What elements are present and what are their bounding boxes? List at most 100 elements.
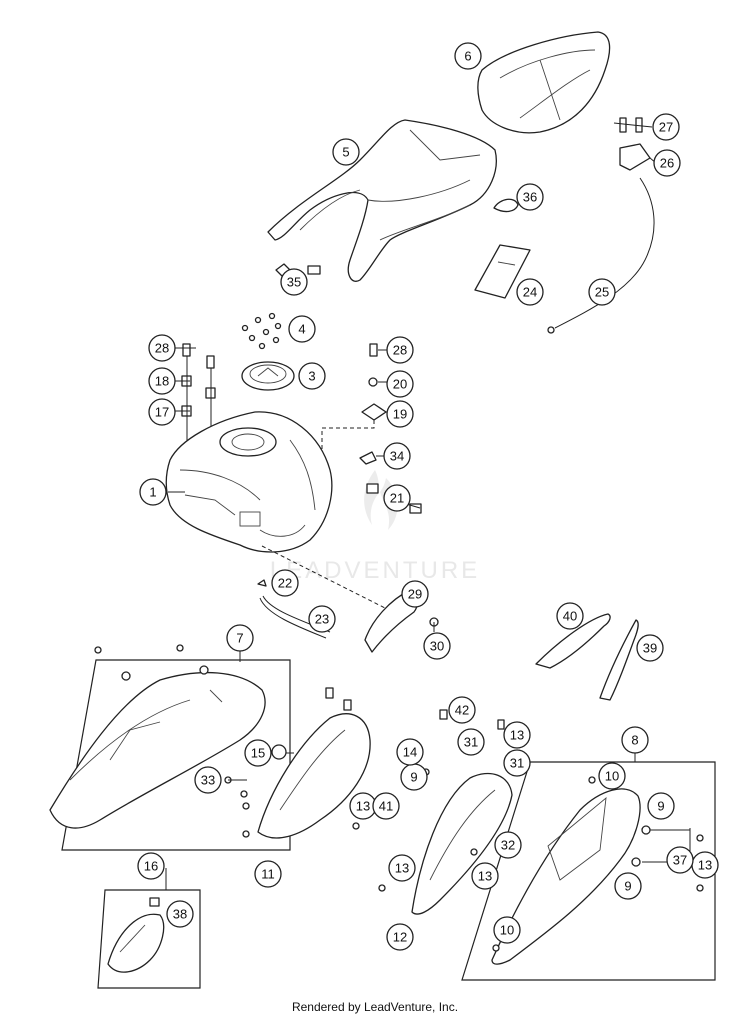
callout-41: 41 <box>372 792 400 820</box>
callout-26-label: 26 <box>660 156 674 171</box>
callout-13-e-label: 13 <box>698 858 712 873</box>
callout-5-label: 5 <box>342 145 349 160</box>
callout-13-b: 13 <box>349 792 377 820</box>
part-4-screws <box>241 312 282 350</box>
callout-27-label: 27 <box>659 120 673 135</box>
callout-15: 15 <box>244 739 272 767</box>
callout-9-top: 9 <box>647 792 675 820</box>
callout-38: 38 <box>166 900 194 928</box>
callout-20-label: 20 <box>393 377 407 392</box>
callout-3-label: 3 <box>308 369 315 384</box>
callout-30: 30 <box>423 632 451 660</box>
callout-13-c-label: 13 <box>395 861 409 876</box>
callout-13-b-label: 13 <box>356 799 370 814</box>
frame-16-inset <box>97 889 201 989</box>
callout-1: 1 <box>139 478 167 506</box>
callout-13-a-label: 13 <box>510 728 524 743</box>
callout-10-bottom-label: 10 <box>500 923 514 938</box>
callout-24-label: 24 <box>523 285 537 300</box>
part-25-release-cable <box>547 177 655 334</box>
callout-22: 22 <box>271 569 299 597</box>
part-1-fuel-tank <box>165 411 333 553</box>
callout-31-top: 31 <box>457 728 485 756</box>
callout-14-label: 14 <box>403 745 417 760</box>
callout-9-bottom: 9 <box>614 872 642 900</box>
callout-17-label: 17 <box>155 405 169 420</box>
part-36-hook <box>493 198 519 213</box>
callout-7-label: 7 <box>236 631 243 646</box>
callout-9-panel: 9 <box>400 763 428 791</box>
callout-24: 24 <box>516 278 544 306</box>
callout-21: 21 <box>383 484 411 512</box>
callout-8-label: 8 <box>631 733 638 748</box>
callout-5: 5 <box>332 138 360 166</box>
part-21-nuts <box>366 483 422 514</box>
callout-10-top-label: 10 <box>605 769 619 784</box>
callout-21-label: 21 <box>390 491 404 506</box>
part-3-fuel-cap <box>241 361 295 391</box>
part-24-tool-bag <box>474 244 531 299</box>
callout-26: 26 <box>653 149 681 177</box>
callout-10-top: 10 <box>598 762 626 790</box>
callout-35-label: 35 <box>287 275 301 290</box>
callout-42-label: 42 <box>455 703 469 718</box>
callout-27: 27 <box>652 113 680 141</box>
callout-29-label: 29 <box>408 587 422 602</box>
part-26-27-seat-lock <box>619 117 651 171</box>
callout-35: 35 <box>280 268 308 296</box>
callout-11: 11 <box>254 860 282 888</box>
callout-33: 33 <box>194 766 222 794</box>
callout-22-label: 22 <box>278 576 292 591</box>
callout-38-label: 38 <box>173 907 187 922</box>
callout-9-bottom-label: 9 <box>624 879 631 894</box>
callout-16-label: 16 <box>144 859 158 874</box>
callout-7: 7 <box>226 624 254 652</box>
callout-31-bottom-label: 31 <box>510 756 524 771</box>
callout-37: 37 <box>666 846 694 874</box>
callout-25: 25 <box>588 278 616 306</box>
callout-1-label: 1 <box>149 485 156 500</box>
callout-15-label: 15 <box>251 746 265 761</box>
callout-36: 36 <box>516 183 544 211</box>
part-28-20-19-mounts <box>321 343 387 470</box>
callout-9-panel-label: 9 <box>410 770 417 785</box>
part-34-clip <box>359 451 377 465</box>
part-5-front-seat <box>267 119 497 282</box>
callout-29: 29 <box>401 580 429 608</box>
callout-42: 42 <box>448 696 476 724</box>
part-11-inner-panel <box>224 687 371 839</box>
callout-13-e: 13 <box>691 851 719 879</box>
callout-12-label: 12 <box>393 930 407 945</box>
callout-28-right: 28 <box>386 336 414 364</box>
callout-32: 32 <box>494 831 522 859</box>
callout-13-c: 13 <box>388 854 416 882</box>
callout-31-top-label: 31 <box>464 735 478 750</box>
callout-13-d-label: 13 <box>478 869 492 884</box>
callout-34-label: 34 <box>390 449 404 464</box>
callout-3: 3 <box>298 362 326 390</box>
callout-6-label: 6 <box>464 49 471 64</box>
callout-19-label: 19 <box>393 407 407 422</box>
callout-13-a: 13 <box>503 721 531 749</box>
watermark: LEADVENTURE <box>270 470 477 584</box>
callout-6: 6 <box>454 42 482 70</box>
callout-33-label: 33 <box>201 773 215 788</box>
callout-4: 4 <box>288 315 316 343</box>
callout-9-top-label: 9 <box>657 799 664 814</box>
callout-11-label: 11 <box>261 867 275 882</box>
part-6-rear-seat <box>477 31 611 134</box>
callout-20: 20 <box>386 370 414 398</box>
callout-14: 14 <box>396 738 424 766</box>
callout-23-label: 23 <box>315 612 329 627</box>
callout-36-label: 36 <box>523 190 537 205</box>
callout-40-label: 40 <box>563 609 577 624</box>
callout-30-label: 30 <box>430 639 444 654</box>
callout-28-right-label: 28 <box>393 343 407 358</box>
callout-39: 39 <box>636 634 664 662</box>
callout-8: 8 <box>621 726 649 754</box>
callout-31-bottom: 31 <box>503 749 531 777</box>
callout-4-label: 4 <box>298 322 305 337</box>
frame-7-side-panel <box>49 644 291 851</box>
callout-16: 16 <box>137 852 165 880</box>
